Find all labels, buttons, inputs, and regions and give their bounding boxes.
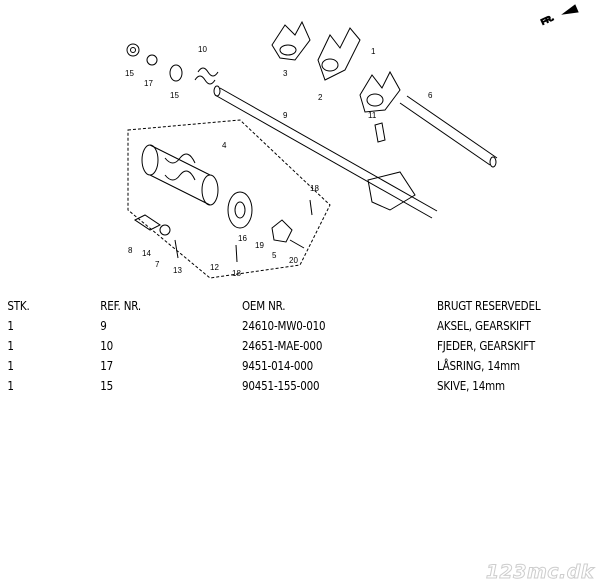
cell-qty: 1 [7,358,14,373]
callout-13: 13 [173,266,182,275]
bolt-18-lower [235,244,238,263]
cell-ref: 15 [100,378,114,393]
snap-ring-17 [146,54,158,66]
cell-qty: 1 [7,338,14,353]
table-row: 1 17 9451-014-000 LÅSRING, 14mm [0,358,552,376]
direction-arrow-icon: FR. [539,4,579,27]
callout-12: 12 [210,263,219,272]
callout-2: 2 [318,93,323,102]
table-header: STK. REF. NR. OEM NR. BRUGT RESERVEDEL [0,298,552,316]
callout-1: 1 [371,47,376,56]
callout-18: 18 [310,184,319,193]
callout-14: 14 [142,249,151,258]
callout-7: 7 [155,260,160,269]
callout-5: 5 [272,251,277,260]
cell-part: SKIVE, 14mm [437,378,505,393]
shift-fork-2 [317,27,361,81]
cell-part: AKSEL, GEARSKIFT [437,318,531,333]
callout-11: 11 [368,111,377,120]
parts-diagram: FR. [125,4,579,279]
washer-15-top [126,43,140,57]
cell-ref: 17 [100,358,114,373]
drum-assembly-box [127,119,331,279]
callout-18-lower: 18 [232,269,241,278]
callout-17: 17 [144,79,153,88]
callout-3: 3 [283,69,288,78]
table-row: 1 10 24651-MAE-000 FJEDER, GEARSKIFT [0,338,552,356]
cell-ref: 10 [100,338,114,353]
cell-qty: 1 [7,378,14,393]
cell-oem: 90451-155-000 [241,378,320,393]
callout-20: 20 [289,256,298,265]
cell-part: FJEDER, GEARSKIFT [437,338,535,353]
cell-oem: 24651-MAE-000 [241,338,323,353]
callout-6: 6 [428,91,433,100]
callout-9: 9 [283,111,288,120]
cell-qty: 1 [7,318,14,333]
cell-ref: 9 [100,318,107,333]
stopper-arm [134,214,171,236]
bolt-20 [289,239,305,249]
shift-shaft [213,85,438,219]
callout-16: 16 [238,234,247,243]
cell-part: LÅSRING, 14mm [437,358,520,373]
drum-plate [271,219,293,243]
header-oem: OEM NR. [241,298,286,313]
spring [194,67,219,85]
fork-shaft [399,95,498,168]
callout-4: 4 [222,141,227,150]
callout-15: 15 [170,91,179,100]
cell-oem: 9451-014-000 [241,358,314,373]
shift-fork-1 [359,70,401,113]
shift-fork-3 [271,20,311,61]
shift-drum [141,144,219,206]
bolt-13 [174,239,179,259]
callout-8: 8 [128,246,133,255]
washer-15 [169,64,183,82]
callout-15-top: 15 [125,69,134,78]
callout-labels: 1 2 3 4 5 6 7 8 9 10 11 12 13 14 15 15 1… [125,45,433,278]
header-ref: REF. NR. [100,298,142,313]
callout-10: 10 [198,45,207,54]
watermark-logo: 123mc.dk [485,561,594,584]
drum-end-cap [367,171,416,211]
direction-label: FR. [539,13,554,27]
bolt-18 [309,199,313,216]
plate-11 [374,122,386,143]
table-row: 1 15 90451-155-000 SKIVE, 14mm [0,378,552,396]
cell-oem: 24610-MW0-010 [241,318,326,333]
callout-19: 19 [255,241,264,250]
bearing [227,191,253,229]
table-row: 1 9 24610-MW0-010 AKSEL, GEARSKIFT [0,318,552,336]
header-part: BRUGT RESERVEDEL [437,298,541,313]
header-qty: STK. [7,298,30,313]
